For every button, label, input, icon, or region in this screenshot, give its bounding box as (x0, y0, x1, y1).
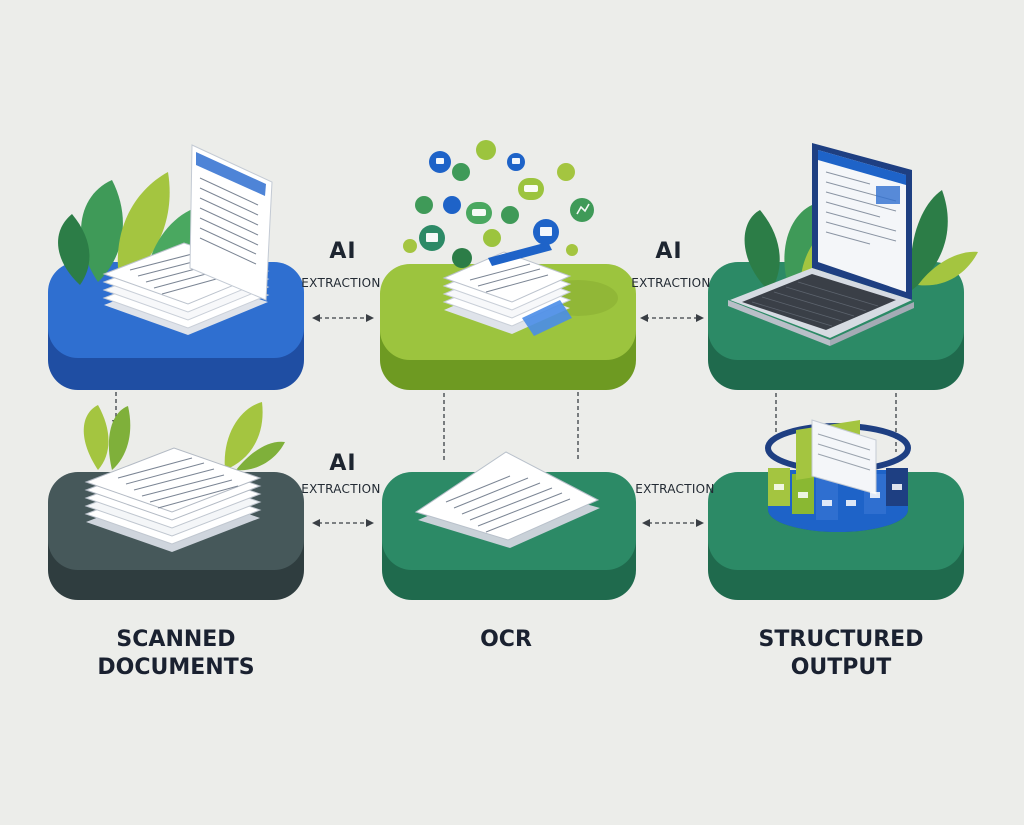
stage-title-line: STRUCTURED (758, 627, 924, 652)
arrowhead (642, 519, 650, 527)
arrowhead (640, 314, 648, 322)
label-extraction-bottom-right: EXTRACTION (635, 482, 715, 496)
stage-title-structured-output: STRUCTURED OUTPUT (736, 626, 946, 682)
laptop-icon (728, 143, 914, 346)
stage-title-scanned-documents: SCANNED DOCUMENTS (76, 626, 276, 682)
label-extraction-top-right: EXTRACTION (631, 276, 711, 290)
stage-title-line: OUTPUT (790, 655, 892, 680)
arrowhead (312, 314, 320, 322)
arrowhead (366, 314, 374, 322)
label-extraction-bottom-left: EXTRACTION (301, 482, 381, 496)
document-stack-icon (102, 144, 273, 335)
document-stack-icon (84, 447, 262, 552)
document-icon (414, 451, 600, 548)
platform-structured-top (708, 143, 978, 390)
arrowhead (696, 519, 704, 527)
platform-scanned-top (48, 144, 304, 390)
label-ai-top-left: AI (329, 239, 357, 264)
label-ai-top-right: AI (655, 239, 683, 264)
leaf-plant-icon (83, 402, 285, 471)
stage-title-line: SCANNED (116, 627, 236, 652)
data-cylinder-icon (765, 419, 911, 532)
label-extraction-top-left: EXTRACTION (301, 276, 381, 290)
label-ai-bottom-left: AI (329, 451, 357, 476)
leaf-plant-icon (58, 172, 205, 285)
stage-title-line: OCR (480, 627, 532, 652)
platform-ai-extraction (380, 140, 636, 390)
arrowhead (312, 519, 320, 527)
document-stack-icon (442, 242, 572, 336)
platform-ocr (382, 451, 636, 600)
stage-title-ocr: OCR (446, 626, 566, 654)
arrowhead (696, 314, 704, 322)
arrowhead (366, 519, 374, 527)
chat-bubble-icon (403, 140, 594, 268)
platform-structured-output (708, 419, 964, 600)
floating-ai-icons (403, 140, 594, 268)
stage-title-line: DOCUMENTS (97, 655, 255, 680)
platform-scanned-documents (48, 402, 304, 600)
